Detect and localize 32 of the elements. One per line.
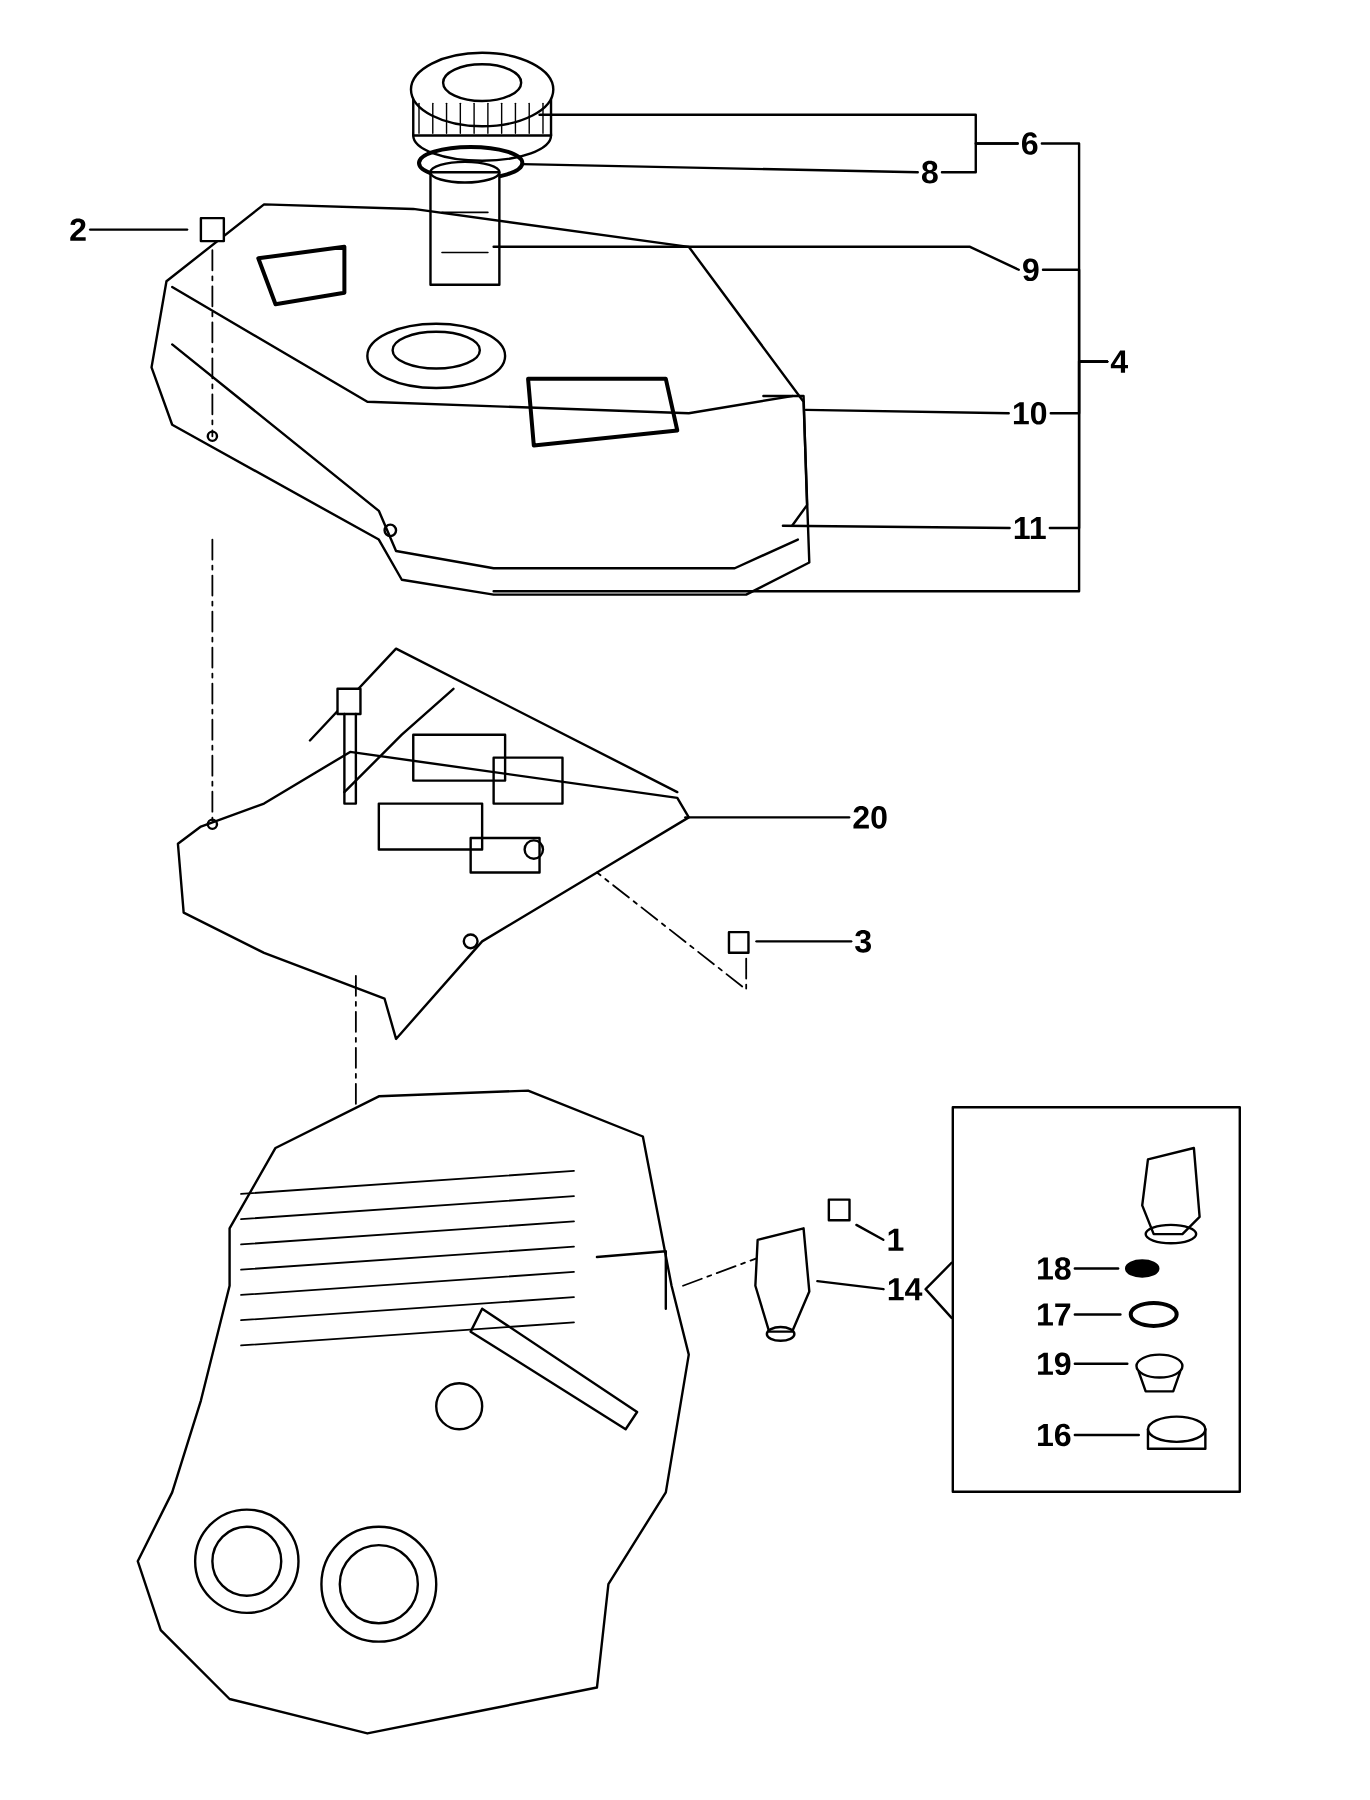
leader-line: [1073, 1362, 1129, 1365]
callout-number: 14: [889, 1278, 923, 1301]
callout-number: 2: [70, 218, 86, 241]
leader-line: [816, 1279, 886, 1291]
leader-line: [1073, 1267, 1120, 1270]
leader-line: [1073, 1433, 1141, 1437]
callout-number: 9: [1023, 258, 1039, 282]
leader-line: [492, 245, 1021, 271]
leader-line: [781, 524, 1012, 530]
callout-number: 4: [1111, 350, 1129, 373]
leader-line: [755, 940, 853, 943]
inset-box: [951, 1106, 1242, 1493]
leader-line: [492, 360, 1109, 593]
callout-number: 19: [1038, 1352, 1071, 1376]
callout-number: 16: [1038, 1423, 1071, 1447]
callout-number: 8: [922, 160, 938, 184]
leader-line: [924, 1261, 954, 1320]
leader-line: [89, 228, 189, 231]
callout-number: 17: [1038, 1303, 1071, 1326]
leader-line: [855, 1223, 885, 1241]
callout-number: 3: [855, 930, 872, 953]
callout-number: 18: [1038, 1257, 1071, 1280]
leader-line: [521, 162, 920, 174]
callout-number: 6: [1022, 132, 1038, 155]
callout-number: 11: [1015, 517, 1046, 540]
callout-number: 1: [888, 1228, 904, 1251]
callout-number: 10: [1014, 401, 1047, 425]
callout-number: 20: [853, 806, 887, 829]
leader-line: [804, 408, 1011, 415]
leader-line: [941, 142, 1020, 174]
leader-line: [1073, 1313, 1122, 1316]
leader-line: [684, 816, 851, 819]
